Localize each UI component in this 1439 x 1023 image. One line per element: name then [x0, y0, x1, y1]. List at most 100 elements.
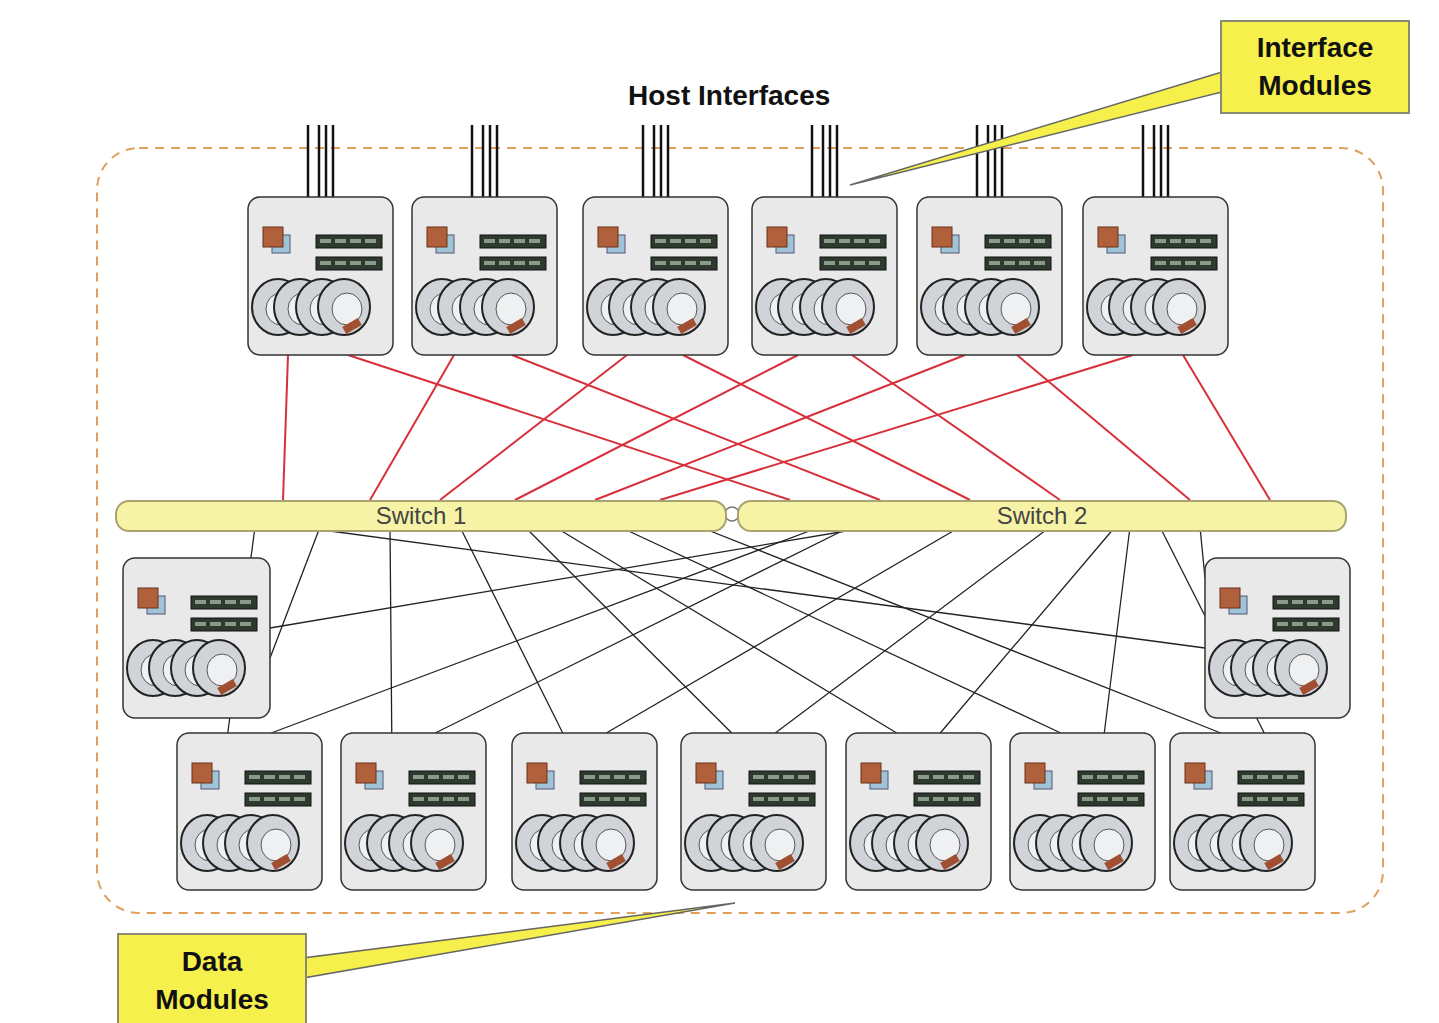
data-link — [620, 527, 1061, 733]
data-link — [1104, 527, 1130, 733]
memory-chip — [1127, 797, 1138, 801]
memory-icon — [1273, 618, 1339, 631]
disk-label — [1177, 318, 1197, 334]
memory-chip — [584, 775, 595, 779]
memory-chip — [1004, 261, 1015, 265]
data-link — [271, 527, 820, 733]
module-box — [123, 558, 270, 718]
disk-label — [1299, 679, 1319, 695]
data-link — [435, 527, 850, 733]
cpu-icon — [1025, 763, 1045, 783]
interface-link — [595, 355, 965, 500]
memory-chip — [989, 239, 1000, 243]
cpu-icon — [1098, 227, 1118, 247]
memory-chip — [798, 775, 809, 779]
memory-chip — [1287, 797, 1298, 801]
memory-chip — [484, 239, 495, 243]
memory-chip — [783, 797, 794, 801]
data-link — [940, 527, 1115, 733]
memory-icon — [191, 618, 257, 631]
memory-icon — [914, 793, 980, 806]
host-wire — [489, 125, 492, 197]
host-wire — [307, 125, 310, 197]
memory-chip — [824, 261, 835, 265]
memory-chip — [443, 775, 454, 779]
disk-icon — [751, 815, 803, 871]
data-link — [270, 527, 320, 658]
module-box — [1205, 558, 1350, 718]
host-wire — [642, 125, 645, 197]
memory-chip — [1200, 261, 1211, 265]
memory-chip — [428, 775, 439, 779]
interface-link — [515, 355, 798, 500]
memory-chip — [933, 797, 944, 801]
storage-module — [1170, 733, 1315, 890]
memory-icon — [316, 235, 382, 248]
module-box — [1010, 733, 1155, 890]
memory-icon — [1273, 596, 1339, 609]
memory-chip — [350, 261, 361, 265]
cpu-icon — [263, 227, 283, 247]
disk-label — [342, 318, 362, 334]
disk-icon — [1240, 815, 1292, 871]
memory-chip — [614, 775, 625, 779]
memory-icon — [580, 793, 646, 806]
memory-chip — [1170, 261, 1181, 265]
memory-chip — [413, 775, 424, 779]
host-wire — [318, 125, 321, 197]
memory-chip — [948, 775, 959, 779]
host-wire — [332, 125, 335, 197]
memory-icon — [1238, 771, 1304, 784]
memory-chip — [225, 622, 236, 626]
memory-chip — [963, 775, 974, 779]
host-wire — [653, 125, 656, 197]
data-link — [555, 527, 897, 733]
cpu-icon — [861, 763, 881, 783]
memory-chip — [1242, 797, 1253, 801]
disk-label — [775, 854, 795, 870]
memory-chip — [1292, 600, 1303, 604]
storage-module — [177, 733, 322, 890]
module-box — [846, 733, 991, 890]
cpu-icon — [767, 227, 787, 247]
storage-module — [1010, 733, 1155, 890]
memory-icon — [651, 257, 717, 270]
memory-chip — [264, 775, 275, 779]
host-wire — [667, 125, 670, 197]
storage-module — [681, 733, 826, 890]
module-box — [341, 733, 486, 890]
cpu-icon — [138, 588, 158, 608]
memory-chip — [335, 239, 346, 243]
data-link — [606, 527, 960, 733]
memory-icon — [409, 771, 475, 784]
module-box — [1170, 733, 1315, 890]
memory-chip — [1307, 600, 1318, 604]
disk-icon — [822, 279, 874, 335]
cpu-icon — [427, 227, 447, 247]
storage-module — [512, 733, 657, 890]
memory-icon — [985, 235, 1051, 248]
memory-chip — [1082, 797, 1093, 801]
memory-icon — [1078, 793, 1144, 806]
memory-chip — [869, 239, 880, 243]
disk-label — [846, 318, 866, 334]
memory-icon — [1151, 257, 1217, 270]
memory-chip — [210, 622, 221, 626]
module-box — [412, 197, 557, 355]
memory-chip — [443, 797, 454, 801]
memory-icon — [1238, 793, 1304, 806]
storage-module — [752, 197, 897, 355]
memory-chip — [839, 239, 850, 243]
storage-module — [846, 733, 991, 890]
host-wire — [1142, 125, 1145, 197]
memory-chip — [1185, 239, 1196, 243]
memory-chip — [458, 797, 469, 801]
memory-chip — [1257, 797, 1268, 801]
interface-link — [852, 355, 1060, 500]
disk-label — [217, 679, 237, 695]
data-link — [775, 527, 1050, 733]
memory-chip — [629, 775, 640, 779]
cpu-icon — [527, 763, 547, 783]
memory-chip — [484, 261, 495, 265]
host-wire — [976, 125, 979, 197]
